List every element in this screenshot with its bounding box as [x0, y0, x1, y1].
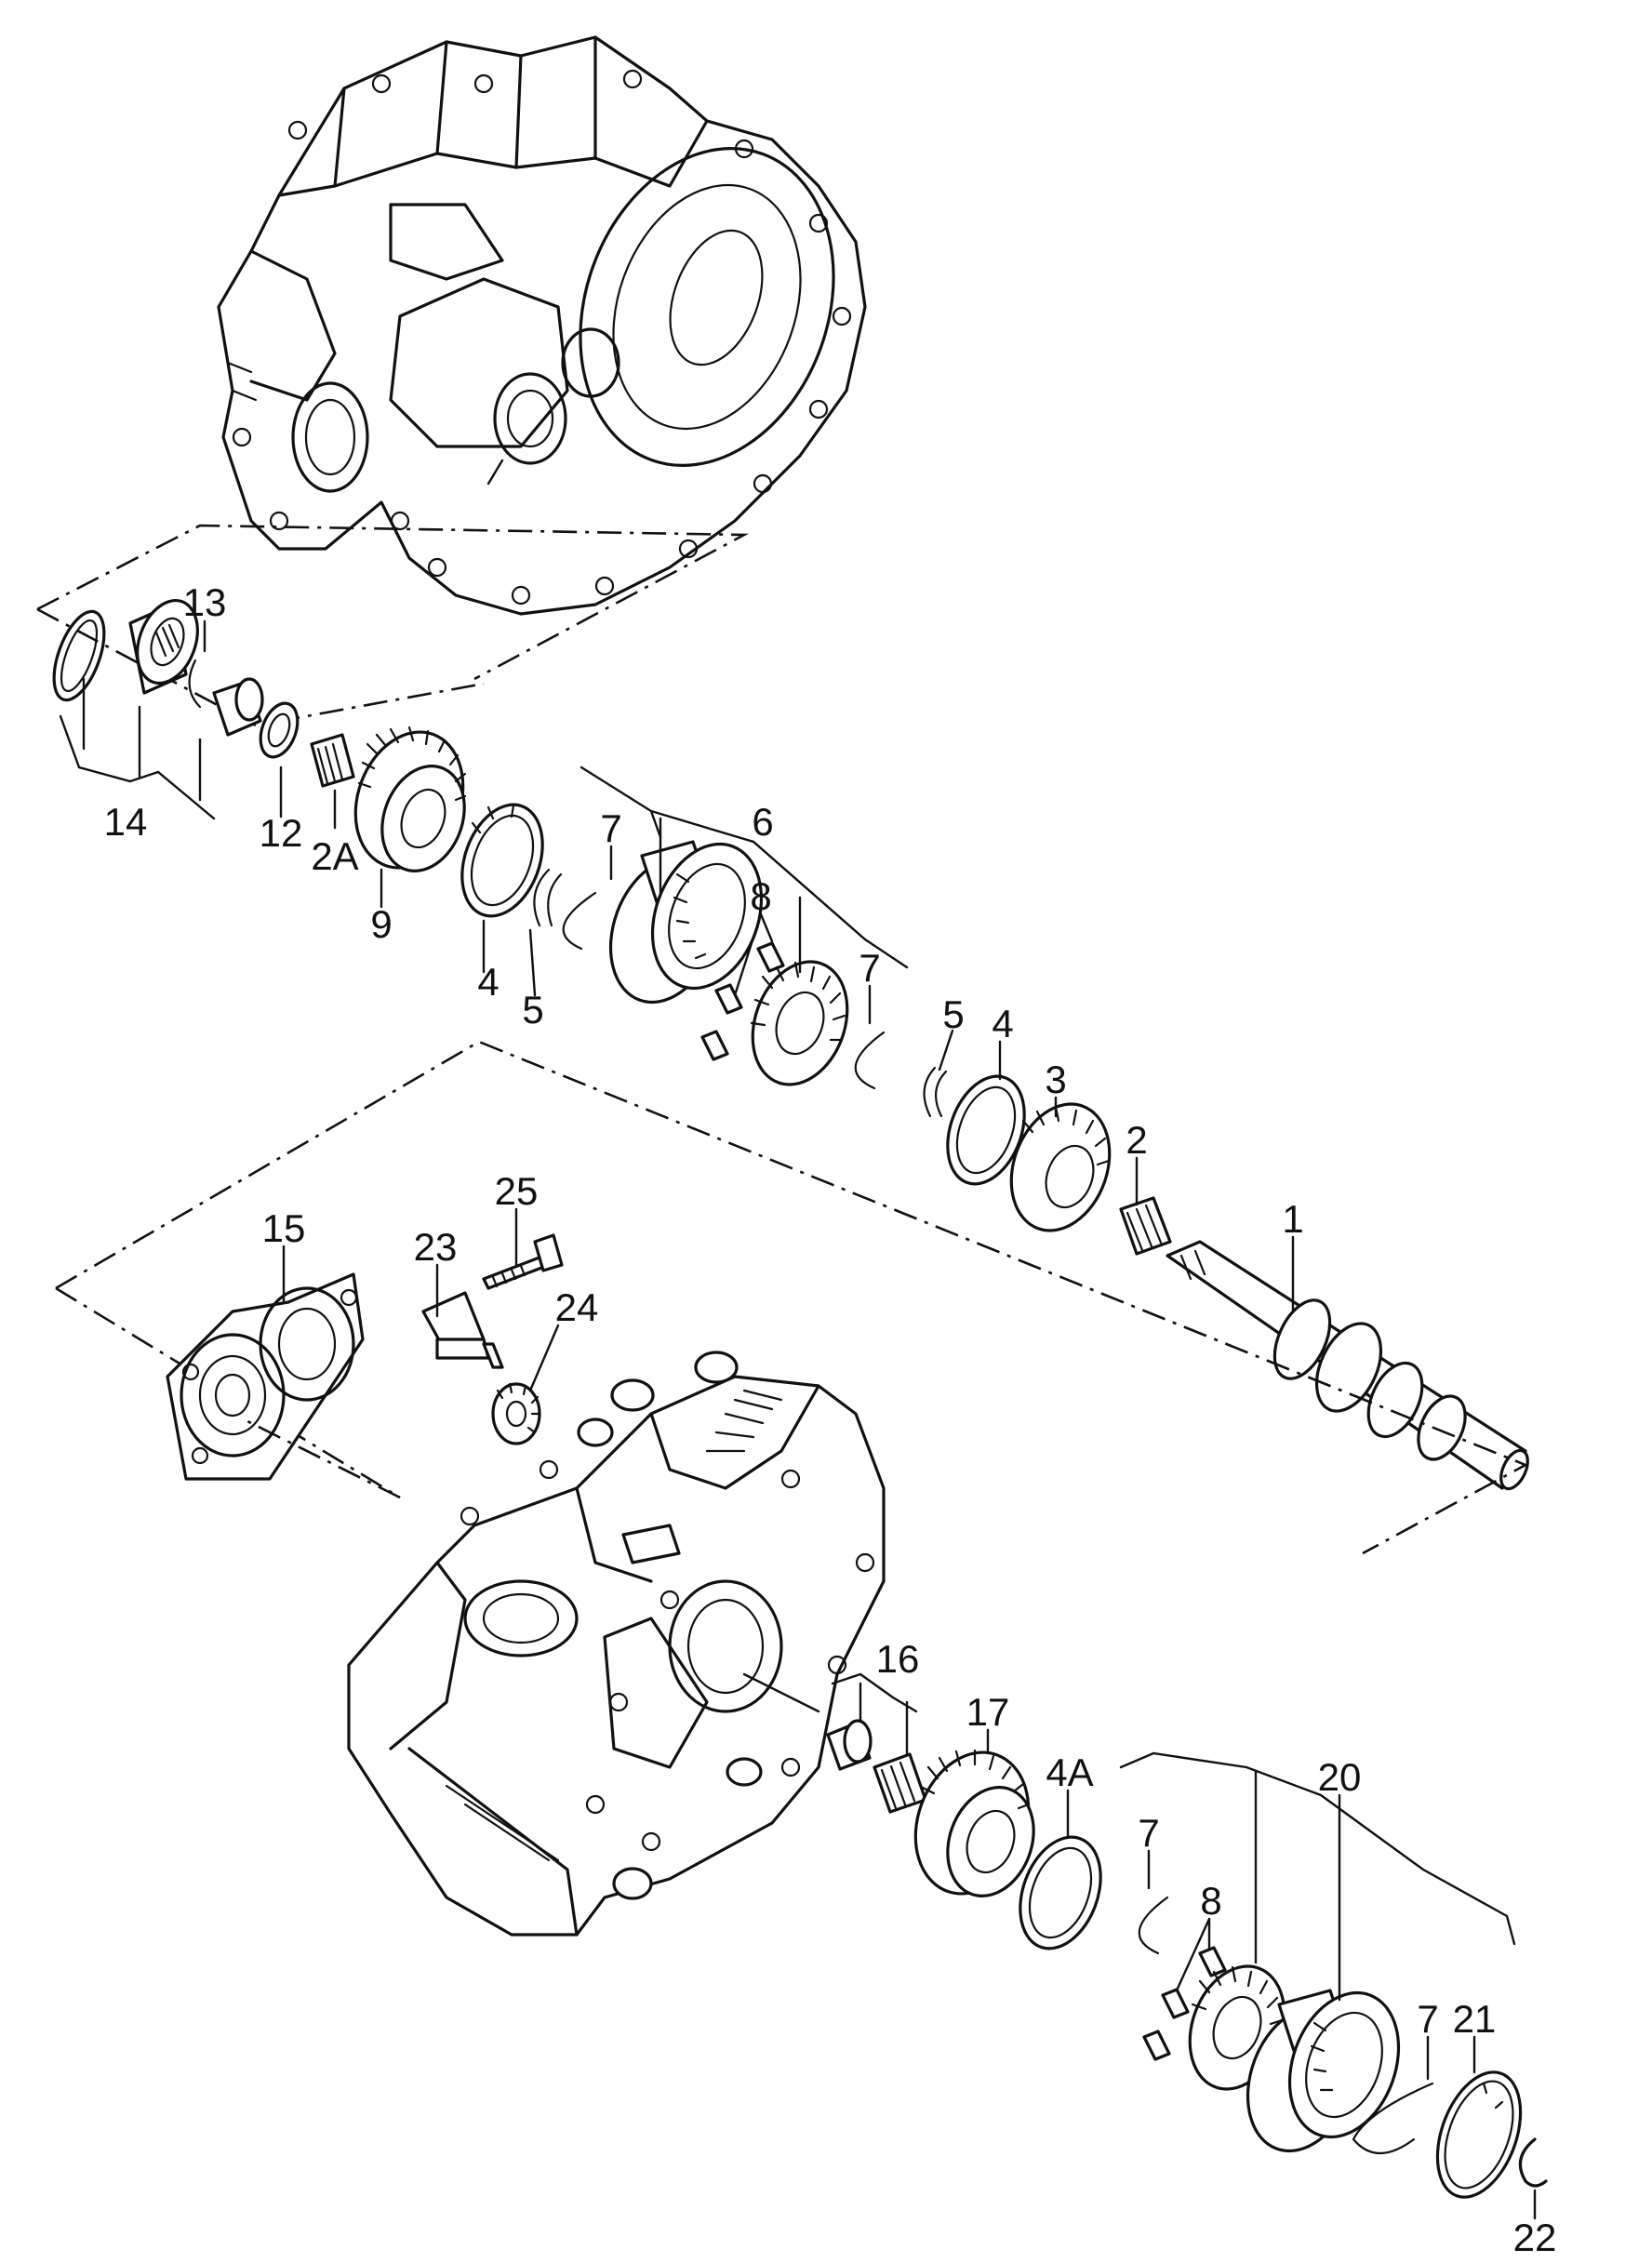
callout-21: 21 — [1453, 1997, 1497, 2041]
callout-16: 16 — [876, 1637, 920, 1681]
callout-6: 6 — [752, 800, 773, 844]
callout-4a: 4A — [1046, 1750, 1093, 1794]
callout-8: 8 — [750, 874, 771, 918]
callout-7: 7 — [600, 806, 621, 850]
lever-bolt-gear — [421, 1233, 564, 1445]
upper-housing — [217, 35, 867, 616]
callout-24: 24 — [555, 1285, 599, 1329]
callout-labels: 1 2 2A 3 4 4 4A 5 5 6 7 7 7 7 8 8 9 12 1… — [104, 580, 1557, 2259]
leader-lines — [59, 619, 1537, 2220]
callout-13: 13 — [183, 580, 227, 624]
callout-14: 14 — [104, 800, 148, 844]
callout-20: 20 — [1318, 1755, 1362, 1799]
callout-1: 1 — [1282, 1197, 1303, 1241]
callout-4: 4 — [477, 960, 499, 1004]
callout-12: 12 — [260, 811, 303, 855]
callout-15: 15 — [262, 1206, 306, 1250]
callout-5: 5 — [942, 992, 964, 1036]
output-shaft-parts — [826, 1719, 1548, 2199]
callout-17: 17 — [966, 1690, 1010, 1734]
callout-2: 2 — [1126, 1118, 1147, 1162]
callout-9: 9 — [370, 902, 392, 946]
callout-23: 23 — [414, 1225, 458, 1269]
callout-3: 3 — [1045, 1058, 1066, 1101]
callout-4: 4 — [992, 1002, 1013, 1045]
callout-5: 5 — [522, 988, 543, 1032]
callout-7: 7 — [1417, 1997, 1438, 2041]
callout-7: 7 — [1138, 1811, 1159, 1855]
callout-25: 25 — [495, 1169, 539, 1213]
callout-8: 8 — [1200, 1879, 1221, 1923]
callout-22: 22 — [1513, 2216, 1557, 2259]
input-shaft-parts — [52, 598, 1529, 1491]
callout-7: 7 — [859, 946, 880, 990]
lower-housing — [347, 1351, 886, 1937]
callout-2a: 2A — [311, 834, 358, 878]
upper-reference-box — [36, 524, 750, 727]
cover-plate — [166, 1272, 401, 1499]
